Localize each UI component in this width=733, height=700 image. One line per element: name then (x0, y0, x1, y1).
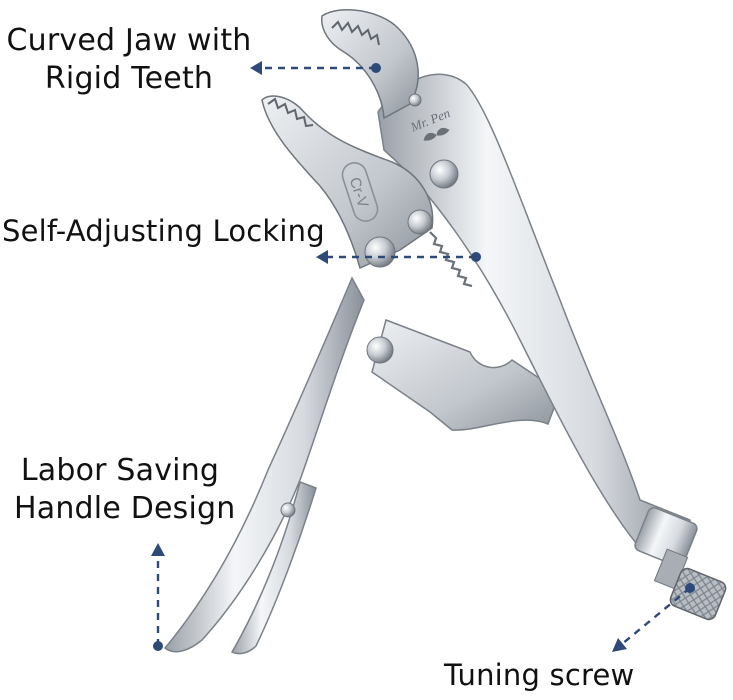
leader-dot-icon (153, 641, 163, 651)
mustache-icon (423, 127, 450, 141)
callout-tuning-screw: Tuning screw (444, 656, 634, 694)
callout-self-adjusting-locking-text: Self-Adjusting Locking (2, 214, 325, 248)
collar (634, 506, 698, 568)
callout-labor-saving-handle-line2: Handle Design (14, 491, 236, 526)
rivet-body (429, 159, 459, 189)
lower-jaw-teeth (267, 97, 314, 128)
arrowhead-icon (612, 638, 627, 652)
leader-dot-icon (471, 252, 481, 262)
arrowhead-icon (250, 61, 262, 75)
callout-labor-saving-handle-line1: Labor Saving (20, 453, 220, 488)
release-lever[interactable] (230, 481, 317, 655)
rivet-top (408, 93, 422, 107)
callout-self-adjusting-locking: Self-Adjusting Locking (2, 212, 325, 250)
rivet-lever (280, 502, 296, 518)
rivet-pivot (407, 209, 433, 235)
callout-curved-jaw: Curved Jaw with Rigid Teeth (6, 22, 252, 98)
leader-screw (612, 583, 695, 652)
rivet-link (366, 336, 394, 364)
tuning-screw-knob[interactable] (668, 566, 727, 621)
arrowhead-icon (316, 250, 328, 264)
upper-jaw (321, 9, 419, 120)
callout-labor-saving-handle: Labor Saving Handle Design (14, 452, 236, 528)
lower-jaw (261, 95, 434, 270)
callout-tuning-screw-text: Tuning screw (444, 658, 635, 692)
leader-dot-icon (371, 63, 381, 73)
spring (429, 231, 473, 288)
upper-handle (377, 73, 691, 561)
upper-jaw-teeth (331, 20, 380, 46)
toggle-link (371, 319, 561, 431)
leader-handle (151, 543, 165, 651)
callout-curved-jaw-line2: Rigid Teeth (44, 61, 214, 96)
callout-curved-jaw-line1: Curved Jaw with (6, 23, 252, 58)
leader-locking (316, 250, 481, 264)
lower-handle (163, 276, 365, 653)
leader-jaw (250, 61, 381, 75)
rivet-jaw (364, 236, 396, 268)
leader-dot-icon (685, 583, 695, 593)
arrowhead-icon (151, 543, 165, 556)
